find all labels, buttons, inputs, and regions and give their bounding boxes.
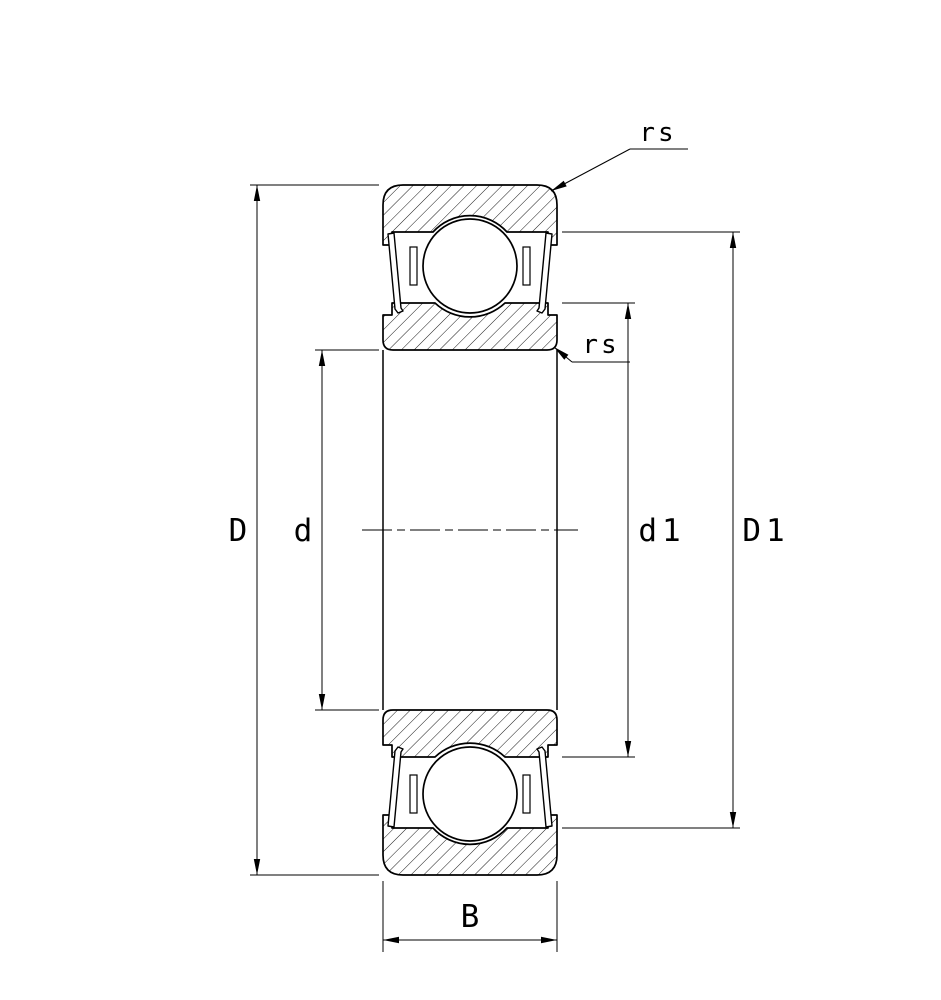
bearing-bottom-half bbox=[382, 709, 558, 876]
leader-rs-outer-label: rs bbox=[639, 118, 676, 148]
dimension-B: B bbox=[382, 881, 558, 952]
ball-top bbox=[422, 218, 518, 314]
dimension-d: d bbox=[294, 349, 379, 711]
leader-rs-inner-label: rs bbox=[582, 330, 619, 360]
leader-rs-inner: rs bbox=[553, 330, 630, 363]
ball-bottom bbox=[422, 746, 518, 842]
cage-top-right bbox=[522, 246, 531, 286]
dimension-B-arrow-right bbox=[541, 936, 557, 944]
inner-ring-top-section bbox=[382, 302, 558, 351]
dimension-d1-label: d1 bbox=[638, 513, 685, 549]
shield-top-right bbox=[536, 232, 553, 314]
dimension-D1-arrow-bottom bbox=[729, 812, 737, 828]
dimension-d1-arrow-top bbox=[624, 303, 632, 319]
cage-bottom-right bbox=[522, 774, 531, 814]
dimension-d1: d1 bbox=[562, 302, 685, 758]
dimension-D-arrow-top bbox=[253, 185, 261, 201]
bearing-top-half bbox=[382, 184, 558, 351]
leader-rs-inner-arrow bbox=[554, 347, 569, 360]
dimension-D-label: D bbox=[229, 513, 248, 549]
leader-rs-outer: rs bbox=[550, 118, 688, 192]
inner-ring-bottom-section bbox=[382, 709, 558, 758]
shield-top-left bbox=[387, 232, 404, 314]
dimension-D-arrow-bottom bbox=[253, 859, 261, 875]
outer-ring-top-section bbox=[382, 184, 558, 246]
cage-bottom-left bbox=[409, 774, 418, 814]
dimension-D: D bbox=[229, 184, 379, 876]
dimension-d-arrow-bottom bbox=[318, 694, 326, 710]
leader-rs-outer-arrow bbox=[551, 180, 567, 191]
dimension-D1-label: D1 bbox=[742, 513, 789, 549]
dimension-d-arrow-top bbox=[318, 350, 326, 366]
outer-ring-bottom-section bbox=[382, 814, 558, 876]
shield-bottom-left bbox=[387, 746, 404, 828]
dimension-B-arrow-left bbox=[383, 936, 399, 944]
dimension-B-label: B bbox=[461, 899, 480, 935]
dimension-D1-arrow-top bbox=[729, 232, 737, 248]
dimension-d1-arrow-bottom bbox=[624, 741, 632, 757]
cage-top-left bbox=[409, 246, 418, 286]
dimension-d-label: d bbox=[294, 513, 313, 549]
shield-bottom-right bbox=[536, 746, 553, 828]
dimension-D1: D1 bbox=[562, 231, 789, 829]
